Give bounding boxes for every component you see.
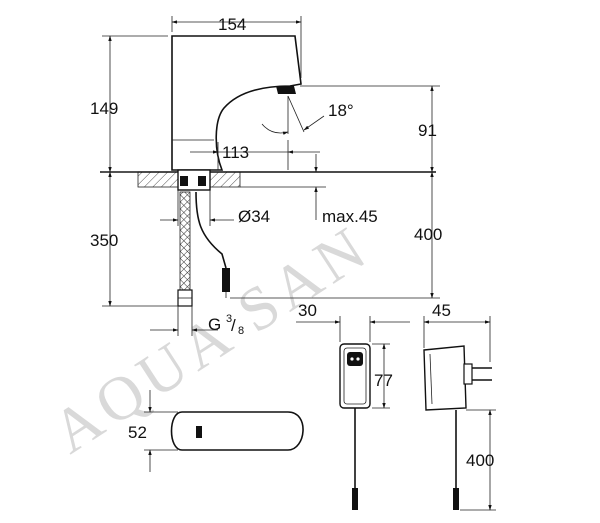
power-adapter-view: 30 45 77 400	[296, 301, 496, 511]
dim-spout-reach: 113	[222, 143, 249, 162]
dim-max-deck-thickness: max.45	[322, 207, 378, 226]
dim-spout-height: 91	[418, 121, 437, 140]
dim-thread-prefix: G	[208, 315, 221, 334]
faucet-side-view: 154 149 18° 91 113 Ø34 max.45	[90, 15, 442, 337]
dim-faucet-height: 149	[90, 99, 118, 118]
watermark: AQUA SAN	[41, 212, 383, 467]
dim-spray-angle: 18°	[328, 101, 354, 120]
dim-adapter-thickness: 30	[298, 301, 317, 320]
faucet-top-view: 52	[128, 390, 304, 472]
dim-adapter-cable-length: 400	[466, 451, 494, 470]
dim-thread-denominator: 8	[238, 325, 244, 337]
dim-thread-slash: /	[231, 316, 236, 335]
dim-faucet-width: 154	[218, 15, 246, 34]
dim-cable-length: 400	[414, 225, 442, 244]
dim-adapter-depth: 45	[432, 301, 451, 320]
dim-adapter-height: 77	[374, 371, 393, 390]
dim-hose-length: 350	[90, 231, 118, 250]
dim-hole-diameter: Ø34	[238, 207, 270, 226]
dim-thread-numerator: 3	[226, 313, 232, 325]
dim-base-width: 52	[128, 423, 147, 442]
